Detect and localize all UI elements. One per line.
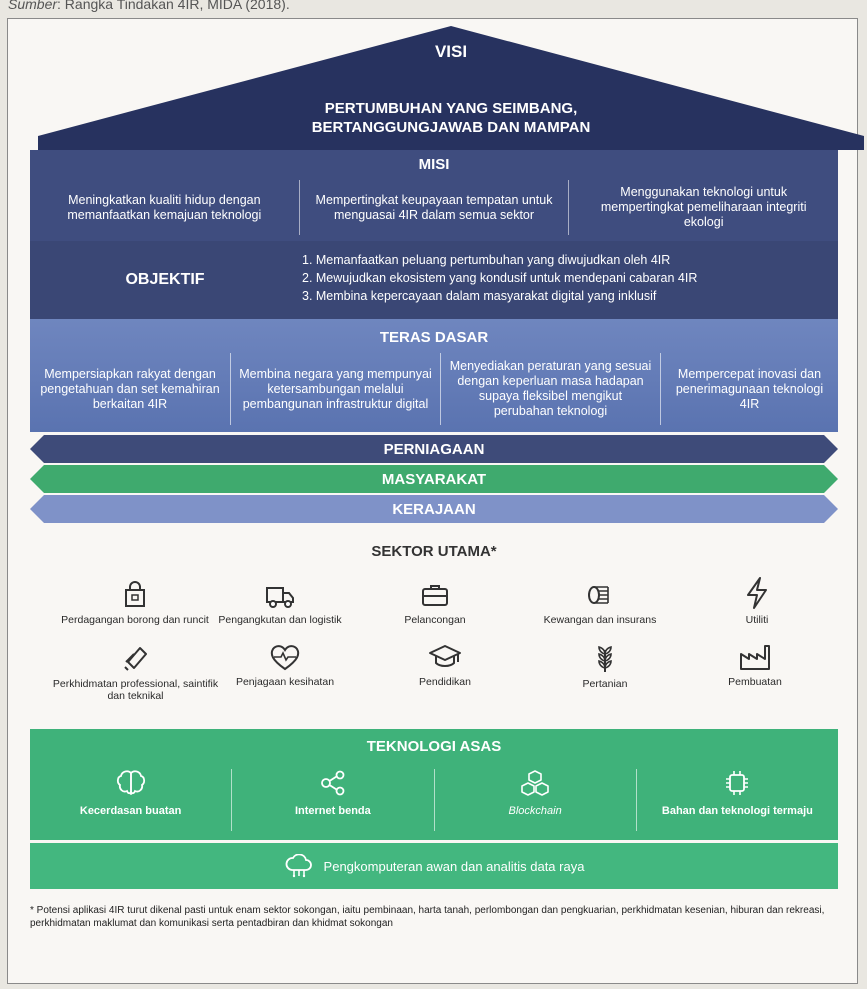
- asas-item: Bahan dan teknologi termaju: [635, 769, 838, 831]
- cloud-band: Pengkomputeran awan dan analitis data ra…: [30, 843, 838, 889]
- sector-item: Pelancongan: [360, 580, 510, 626]
- sector-item: Utiliti: [682, 576, 832, 626]
- sector-label: Perdagangan borong dan runcit: [61, 614, 209, 626]
- graduation-cap-icon: [429, 645, 461, 667]
- misi-item: Mempertingkat keupayaan tempatan untuk m…: [298, 180, 569, 235]
- asas-item: Kecerdasan buatan: [30, 769, 231, 831]
- sector-label: Pendidikan: [419, 676, 471, 688]
- brain-icon: [116, 770, 145, 795]
- objektif-band: OBJEKTIF 1. Memanfaatkan peluang pertumb…: [30, 241, 838, 319]
- lightning-icon: [747, 577, 767, 609]
- source-caption: Sumber: Rangka Tindakan 4IR, MIDA (2018)…: [8, 0, 290, 12]
- visi-roof: VISI PERTUMBUHAN YANG SEIMBANG, BERTANGG…: [38, 26, 864, 150]
- misi-band: MISI Meningkatkan kualiti hidup dengan m…: [30, 150, 838, 241]
- teras-title: TERAS DASAR: [379, 329, 489, 346]
- sector-label: Penjagaan kesihatan: [235, 676, 335, 688]
- blockchain-icon: [521, 770, 549, 796]
- objektif-list: 1. Memanfaatkan peluang pertumbuhan yang…: [302, 251, 697, 305]
- network-icon: [320, 770, 345, 796]
- chip-icon: [726, 771, 749, 795]
- teras-dasar-band: TERAS DASAR Mempersiapkan rakyat dengan …: [30, 319, 838, 432]
- misi-title: MISI: [418, 156, 450, 173]
- asas-label: Kecerdasan buatan: [79, 805, 182, 817]
- misi-item: Meningkatkan kualiti hidup dengan memanf…: [67, 192, 262, 222]
- sector-label: Pelancongan: [404, 614, 466, 626]
- sector-item: Perdagangan borong dan runcit: [60, 580, 210, 626]
- sector-item: Penjagaan kesihatan: [210, 642, 360, 688]
- suitcase-icon: [422, 585, 448, 606]
- truck-icon: [266, 587, 294, 608]
- teras-item: Mempercepat inovasi dan penerimagunaan t…: [660, 353, 838, 425]
- teras-item: Membina negara yang mempunyai ketersambu…: [230, 353, 440, 425]
- cloud-label: Pengkomputeran awan dan analitis data ra…: [323, 858, 585, 874]
- sector-label: Pengangkutan dan logistik: [218, 614, 342, 626]
- sector-label: Pertanian: [582, 678, 628, 690]
- coins-icon: [588, 586, 609, 604]
- asas-label: Blockchain: [508, 805, 562, 817]
- asas-label: Bahan dan teknologi termaju: [661, 805, 813, 817]
- factory-icon: [740, 645, 770, 670]
- wheat-icon: [598, 645, 612, 672]
- sector-label: Perkhidmatan professional, saintifik dan…: [52, 678, 219, 702]
- heartbeat-icon: [270, 645, 300, 671]
- arrow-kerajaan: KERAJAAN: [30, 495, 838, 523]
- asas-title: TEKNOLOGI ASAS: [366, 738, 502, 755]
- sektor-title: SEKTOR UTAMA*: [371, 543, 497, 560]
- teras-item: Menyediakan peraturan yang sesuai dengan…: [440, 353, 660, 425]
- objektif-item: 2. Mewujudkan ekosistem yang kondusif un…: [302, 271, 698, 285]
- sector-label: Utiliti: [745, 614, 769, 626]
- sector-label: Pembuatan: [728, 676, 782, 688]
- asas-item: Internet benda: [231, 769, 433, 831]
- shopping-bag-icon: [125, 581, 145, 607]
- cloud-icon: [285, 854, 312, 878]
- visi-line1: PERTUMBUHAN YANG SEIMBANG,: [324, 100, 578, 117]
- objektif-item: 3. Membina kepercayaan dalam masyarakat …: [302, 289, 657, 303]
- objektif-title: OBJEKTIF: [125, 271, 205, 288]
- arrow-masyarakat: MASYARAKAT: [30, 465, 838, 493]
- visi-title: VISI: [434, 42, 468, 61]
- footnote: * Potensi aplikasi 4IR turut dikenal pas…: [30, 905, 825, 929]
- sector-item: Pengangkutan dan logistik: [205, 580, 355, 626]
- asas-label: Internet benda: [294, 805, 371, 817]
- objektif-item: 1. Memanfaatkan peluang pertumbuhan yang…: [302, 253, 671, 267]
- sector-item: Pertanian: [530, 642, 680, 690]
- visi-line2: BERTANGGUNGJAWAB DAN MAMPAN: [311, 119, 591, 136]
- asas-item: Blockchain: [433, 769, 636, 831]
- arrow-perniagaan: PERNIAGAAN: [30, 435, 838, 463]
- sector-item: Kewangan dan insurans: [525, 580, 675, 626]
- sector-item: Perkhidmatan professional, saintifik dan…: [48, 642, 223, 702]
- teknologi-asas-band: TEKNOLOGI ASAS Kecerdasan buatan Interne…: [30, 729, 838, 840]
- misi-item: Menggunakan teknologi untuk mempertingka…: [568, 180, 838, 235]
- wrench-icon: [123, 647, 147, 671]
- sector-item: Pembuatan: [680, 642, 830, 688]
- teras-item: Mempersiapkan rakyat dengan pengetahuan …: [40, 366, 220, 411]
- sector-label: Kewangan dan insurans: [543, 614, 657, 626]
- sector-item: Pendidikan: [370, 642, 520, 688]
